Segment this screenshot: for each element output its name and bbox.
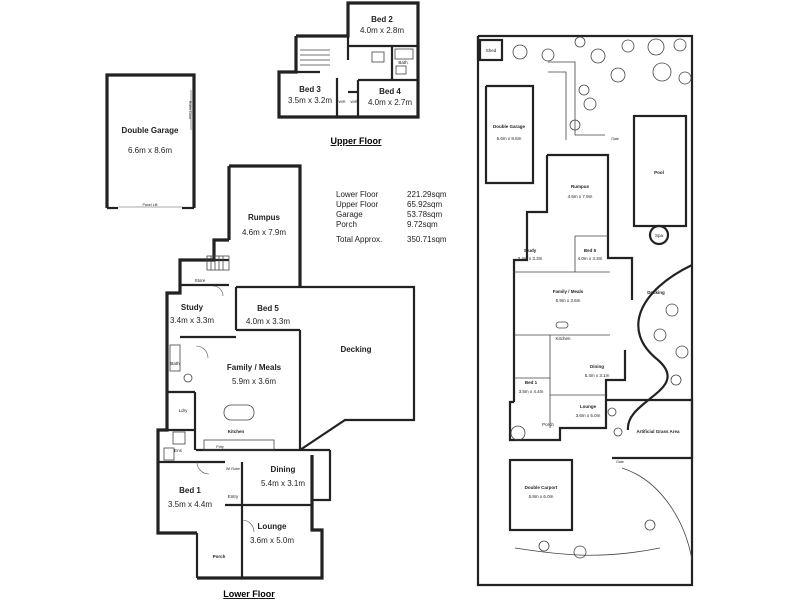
site-garage-label: Double Garage <box>493 124 526 129</box>
site-dining-label: Dining <box>590 364 604 369</box>
site-study-dims: 3.4m x 3.3m <box>518 256 543 261</box>
site-grass-label: Artificial Grass Area <box>636 429 680 434</box>
lower-rumpus-dims: 4.6m x 7.9m <box>242 228 286 237</box>
area-lower-value: 221.29sqm <box>407 190 447 199</box>
site-porch-label: Porch <box>542 422 554 427</box>
lower-floor-title: Lower Floor <box>223 589 275 599</box>
lower-store-label: Store <box>195 278 206 283</box>
upper-floor-title: Upper Floor <box>331 136 382 146</box>
lower-study-dims: 3.4m x 3.3m <box>170 316 214 325</box>
upper-wir1-label: WIR <box>339 100 346 104</box>
upper-bath-label: Bath <box>398 60 408 65</box>
site-rumpus-dims: 4.6m x 7.9m <box>568 194 593 199</box>
upper-bed4-label: Bed 4 <box>379 87 401 96</box>
site-decking-label: Decking <box>647 290 665 295</box>
lower-floor-plan: Rumpus 4.6m x 7.9m Store Study 3.4m x 3.… <box>156 164 416 599</box>
area-garage-label: Garage <box>336 210 363 219</box>
lower-bath-label: Bath <box>170 361 180 366</box>
area-porch-value: 9.72sqm <box>407 220 438 229</box>
site-gate2-label: Gate <box>616 460 624 464</box>
upper-bed2-dims: 4.0m x 2.8m <box>360 26 404 35</box>
site-shed-label: Shed <box>486 48 497 53</box>
lower-rumpus-label: Rumpus <box>248 213 281 222</box>
lower-bed5-label: Bed 5 <box>257 304 279 313</box>
site-spa-label: Spa <box>655 233 664 238</box>
lower-ens-label: Ens <box>174 448 183 453</box>
lower-bed1-label: Bed 1 <box>179 486 201 495</box>
garage-panel-lift-label: Panel Lift <box>143 203 158 207</box>
area-porch-label: Porch <box>336 220 357 229</box>
lower-wir-label: WI Robe <box>226 467 240 471</box>
lower-study-label: Study <box>181 303 204 312</box>
garage-label: Double Garage <box>122 126 179 135</box>
site-bed1-dims: 3.5m x 4.4m <box>519 389 544 394</box>
area-total-label: Total Approx. <box>336 235 382 244</box>
site-study-label: Study <box>524 248 537 253</box>
garage-roller-door-label: Roller Door <box>188 101 192 120</box>
site-plan: Shed Double Garage 6.6m x 8.6m Gate Pool… <box>476 34 694 587</box>
lower-family-dims: 5.9m x 3.6m <box>232 377 276 386</box>
site-rumpus-label: Rumpus <box>571 184 589 189</box>
area-upper-value: 65.92sqm <box>407 200 442 209</box>
area-schedule: Lower Floor 221.29sqm Upper Floor 65.92s… <box>336 190 447 244</box>
lower-decking-label: Decking <box>340 345 371 354</box>
lower-bed5-dims: 4.0m x 3.3m <box>246 317 290 326</box>
lower-bed1-dims: 3.5m x 4.4m <box>168 500 212 509</box>
upper-bed3-label: Bed 3 <box>299 85 321 94</box>
lower-kitchen-label: Kitchen <box>228 429 245 434</box>
lower-lounge-dims: 3.6m x 5.0m <box>250 536 294 545</box>
upper-floor-plan: Bed 2 4.0m x 2.8m Bed 3 3.5m x 3.2m Bed … <box>277 1 420 146</box>
area-upper-label: Upper Floor <box>336 200 379 209</box>
site-garage-dims: 6.6m x 8.6m <box>497 136 522 141</box>
site-pool-label: Pool <box>654 170 664 175</box>
area-total-value: 350.71sqm <box>407 235 447 244</box>
lower-pdry-label: Pdry <box>216 445 224 449</box>
site-carport-dims: 5.8m x 6.0m <box>529 494 554 499</box>
site-bed1-label: Bed 1 <box>525 380 538 385</box>
site-carport-label: Double Carport <box>525 485 558 490</box>
upper-wir2-label: WIR <box>351 100 358 104</box>
lower-ldry-label: Ldry <box>179 408 189 413</box>
upper-bed4-dims: 4.0m x 2.7m <box>368 98 412 107</box>
site-family-dims: 5.9m x 3.6m <box>556 298 581 303</box>
site-lounge-dims: 3.6m x 5.0m <box>576 413 601 418</box>
site-bed5-dims: 4.0m x 3.3m <box>578 256 603 261</box>
lower-family-label: Family / Meals <box>227 363 282 372</box>
area-garage-value: 53.78sqm <box>407 210 442 219</box>
lower-dining-label: Dining <box>271 465 296 474</box>
site-bed5-label: Bed 5 <box>584 248 597 253</box>
garage-dims: 6.6m x 8.6m <box>128 146 172 155</box>
site-gate1-label: Gate <box>611 137 619 141</box>
lower-dining-dims: 5.4m x 3.1m <box>261 479 305 488</box>
lower-porch-label: Porch <box>213 554 226 559</box>
site-kitchen-label: Kitchen <box>555 336 571 341</box>
lower-entry-label: Entry <box>228 494 239 499</box>
upper-bed2-label: Bed 2 <box>371 15 393 24</box>
upper-bed3-dims: 3.5m x 3.2m <box>288 96 332 105</box>
site-family-label: Family / Meals <box>553 289 584 294</box>
site-lounge-label: Lounge <box>580 404 597 409</box>
garage-plan: Double Garage 6.6m x 8.6m Panel Lift Rol… <box>105 73 196 210</box>
site-dining-dims: 5.4m x 3.1m <box>585 373 610 378</box>
area-lower-label: Lower Floor <box>336 190 379 199</box>
lower-lounge-label: Lounge <box>258 522 287 531</box>
